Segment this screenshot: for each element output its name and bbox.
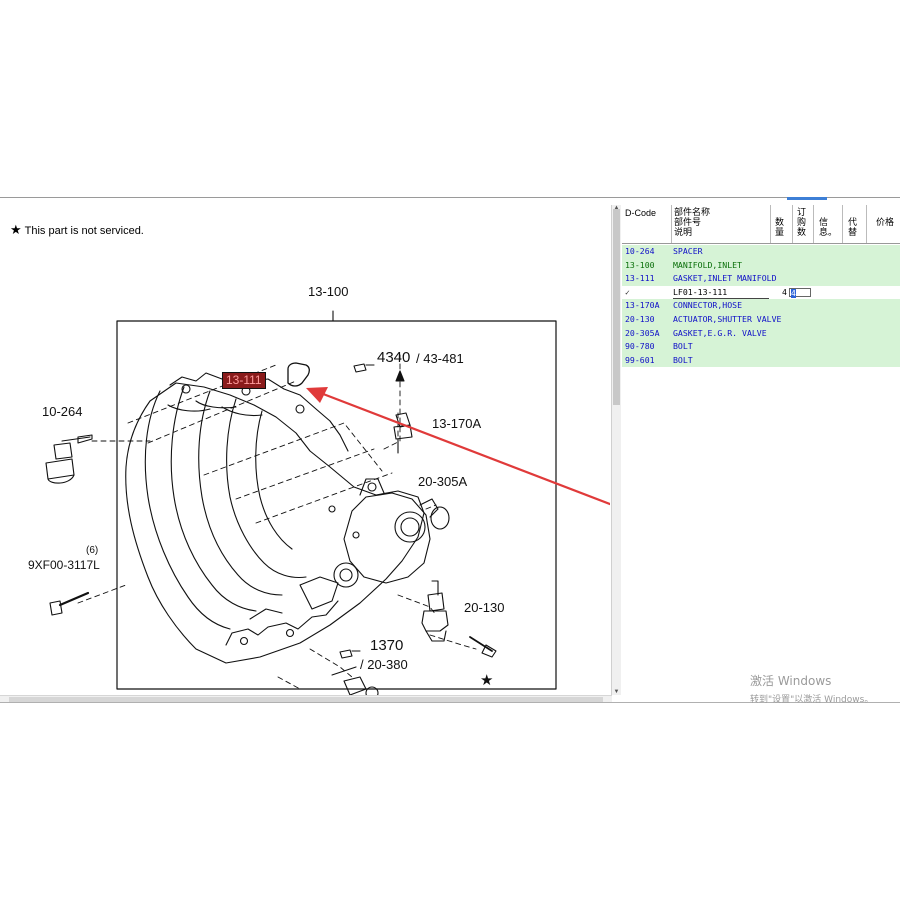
star-icon: ★ [10, 222, 22, 237]
row-dcode: 13-111 [625, 273, 655, 284]
not-serviced-star-icon: ★ [480, 672, 494, 689]
table-row[interactable]: 13-100 MANIFOLD,INLET [622, 258, 900, 273]
header-separator [671, 205, 672, 243]
header-separator [770, 205, 771, 243]
header-part-name[interactable]: 部件名称 部件号 说明 [674, 207, 710, 237]
header-qty-line1: 数 [775, 217, 785, 227]
highlighted-part-label[interactable]: 13-111 [222, 372, 266, 389]
parts-list-pane[interactable]: D-Code 部件名称 部件号 说明 数 量 订 购 数 信 息。 [622, 197, 900, 695]
header-info[interactable]: 信 息。 [819, 217, 837, 237]
header-order-qty-line1: 订 [797, 207, 807, 217]
part-number-underline [673, 297, 769, 299]
watermark-line2: 转到"设置"以激活 Windows。 [750, 695, 874, 705]
header-order-qty-line2: 购 [797, 217, 807, 227]
parts-list-header: D-Code 部件名称 部件号 说明 数 量 订 购 数 信 息。 [622, 205, 900, 244]
diagram-horizontal-scrollbar[interactable] [0, 695, 612, 703]
header-separator [813, 205, 814, 243]
header-substitute-line1: 代 [848, 217, 858, 227]
header-substitute[interactable]: 代 替 [848, 217, 857, 237]
table-row[interactable]: 20-305A GASKET,E.G.R. VALVE [622, 326, 900, 341]
table-row[interactable]: 13-111 GASKET,INLET MANIFOLD [622, 272, 900, 286]
row-dcode: 13-100 [625, 259, 655, 270]
row-qty: 4 [782, 286, 787, 297]
row-dcode: 20-305A [625, 327, 660, 338]
row-part-name: MANIFOLD,INLET [673, 259, 743, 270]
label-4340[interactable]: 4340 [377, 349, 411, 366]
table-row[interactable]: 10-264 SPACER [622, 245, 900, 259]
table-row[interactable]: 20-130 ACTUATOR,SHUTTER VALVE [622, 312, 900, 327]
row-part-name: BOLT [673, 341, 693, 352]
header-separator [792, 205, 793, 243]
header-separator [866, 205, 867, 243]
table-row[interactable]: 13-170A CONNECTOR,HOSE [622, 299, 900, 313]
header-substitute-line2: 替 [848, 227, 858, 237]
header-part-name-line3: 说明 [674, 227, 693, 237]
parts-list-rows: 10-264 SPACER 13-100 MANIFOLD,INLET 13-1… [622, 245, 900, 368]
note-text: This part is not serviced. [24, 225, 144, 237]
order-qty-input[interactable]: 4 [789, 287, 811, 298]
header-qty[interactable]: 数 量 [775, 217, 784, 237]
label-10-264[interactable]: 10-264 [42, 404, 83, 419]
label-9xf00-3117l[interactable]: 9XF00-3117L [28, 558, 100, 572]
label-20-380[interactable]: / 20-380 [360, 657, 408, 672]
label-20-130[interactable]: 20-130 [464, 600, 505, 615]
not-serviced-note: ★This part is not serviced. [10, 222, 144, 238]
row-checkbox[interactable]: ✓ [625, 287, 630, 297]
row-dcode: 90-780 [625, 341, 655, 352]
header-price[interactable]: 价格 [876, 217, 895, 227]
header-dcode[interactable]: D-Code [625, 208, 657, 218]
row-part-name: GASKET,INLET MANIFOLD [673, 273, 777, 284]
row-part-name: SPACER [673, 246, 703, 256]
header-tab-indicator [787, 197, 827, 200]
label-43-481[interactable]: / 43-481 [416, 351, 464, 366]
parts-catalog-window: ★This part is not serviced. [0, 197, 900, 703]
header-info-line2: 息。 [819, 227, 838, 237]
scroll-down-arrow-icon[interactable]: ▼ [613, 689, 620, 695]
diagram-vertical-scrollbar[interactable]: ▲ ▼ [611, 205, 621, 695]
label-13-100[interactable]: 13-100 [308, 284, 349, 299]
header-separator [842, 205, 843, 243]
watermark-line1: 激活 Windows [750, 674, 832, 688]
row-dcode: 13-170A [625, 300, 660, 311]
label-bolt-qty: (6) [86, 545, 99, 556]
row-dcode: 10-264 [625, 246, 655, 256]
row-dcode: 20-130 [625, 313, 655, 324]
label-13-170a[interactable]: 13-170A [432, 416, 482, 431]
intake-manifold-drawing [45, 310, 610, 700]
header-part-name-line1: 部件名称 [674, 207, 711, 217]
activate-windows-watermark: 激活 Windows 转到"设置"以激活 Windows。 [750, 672, 873, 705]
header-info-line1: 信 [819, 217, 829, 227]
scroll-up-arrow-icon[interactable]: ▲ [613, 205, 620, 211]
part-number: LF01-13-111 [673, 286, 728, 297]
table-row[interactable]: 90-780 BOLT [622, 340, 900, 354]
header-order-qty[interactable]: 订 购 数 [797, 207, 806, 237]
table-row[interactable]: 99-601 BOLT [622, 353, 900, 368]
part-number-subrow[interactable]: ✓ LF01-13-111 4 4 [622, 285, 900, 300]
label-20-305a[interactable]: 20-305A [418, 474, 468, 489]
row-part-name: CONNECTOR,HOSE [673, 300, 743, 311]
row-part-name: ACTUATOR,SHUTTER VALVE [673, 313, 782, 324]
row-part-name: GASKET,E.G.R. VALVE [673, 327, 767, 338]
label-1370[interactable]: 1370 [370, 637, 404, 654]
row-dcode: 99-601 [625, 354, 655, 365]
order-qty-value: 4 [791, 288, 796, 298]
header-part-name-line2: 部件号 [674, 217, 702, 227]
exploded-diagram-pane[interactable]: ★This part is not serviced. [0, 205, 610, 702]
header-order-qty-line3: 数 [797, 227, 807, 237]
scrollbar-thumb[interactable] [613, 209, 620, 405]
hscrollbar-thumb[interactable] [9, 697, 603, 702]
window-bottom-border [0, 702, 900, 703]
header-qty-line2: 量 [775, 227, 785, 237]
window-top-border [0, 197, 900, 198]
row-part-name: BOLT [673, 354, 693, 365]
